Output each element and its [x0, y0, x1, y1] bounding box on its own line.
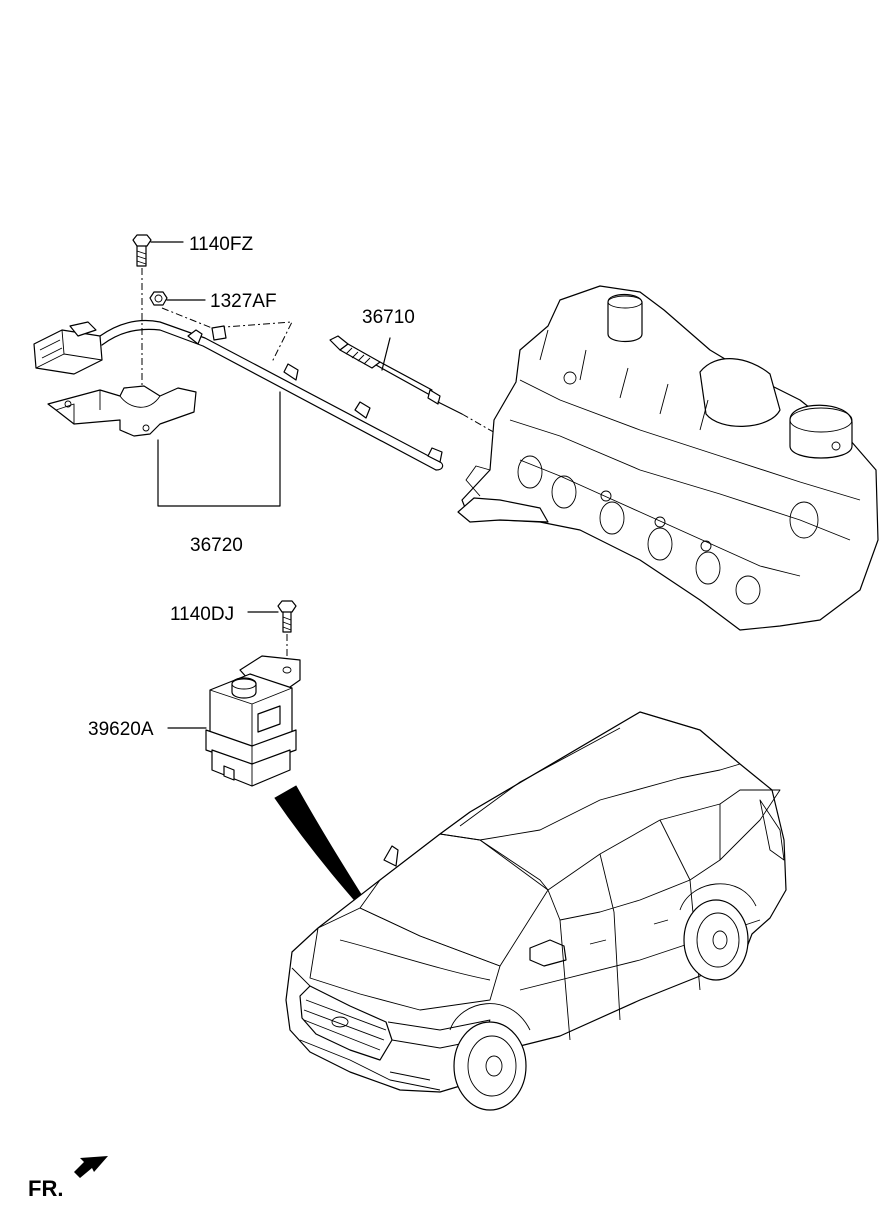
- engine-cylinder-head-icon: [457, 285, 879, 631]
- label-1327af: 1327AF: [210, 291, 277, 312]
- center-line-1327af: [161, 307, 293, 363]
- label-1140dj: 1140DJ: [170, 604, 235, 625]
- label-1140fz: 1140FZ: [189, 234, 254, 255]
- leader-36710: [381, 337, 391, 371]
- bolt-1140dj-icon: [277, 600, 297, 633]
- bolt-1140fz-icon: [132, 234, 152, 267]
- front-direction-label: FR.: [28, 1176, 64, 1201]
- label-36720: 36720: [190, 535, 243, 556]
- nut-1327af-icon: [149, 291, 168, 306]
- glow-plug-icon: [329, 335, 463, 415]
- front-direction-arrow-icon: [74, 1156, 108, 1178]
- glow-relay-icon: [205, 655, 301, 787]
- vehicle-suv-icon: [285, 711, 787, 1111]
- wiring-harness-icon: [33, 319, 444, 471]
- harness-bracket-line: [157, 391, 281, 507]
- label-36710: 36710: [362, 307, 415, 328]
- label-39620a: 39620A: [88, 719, 154, 740]
